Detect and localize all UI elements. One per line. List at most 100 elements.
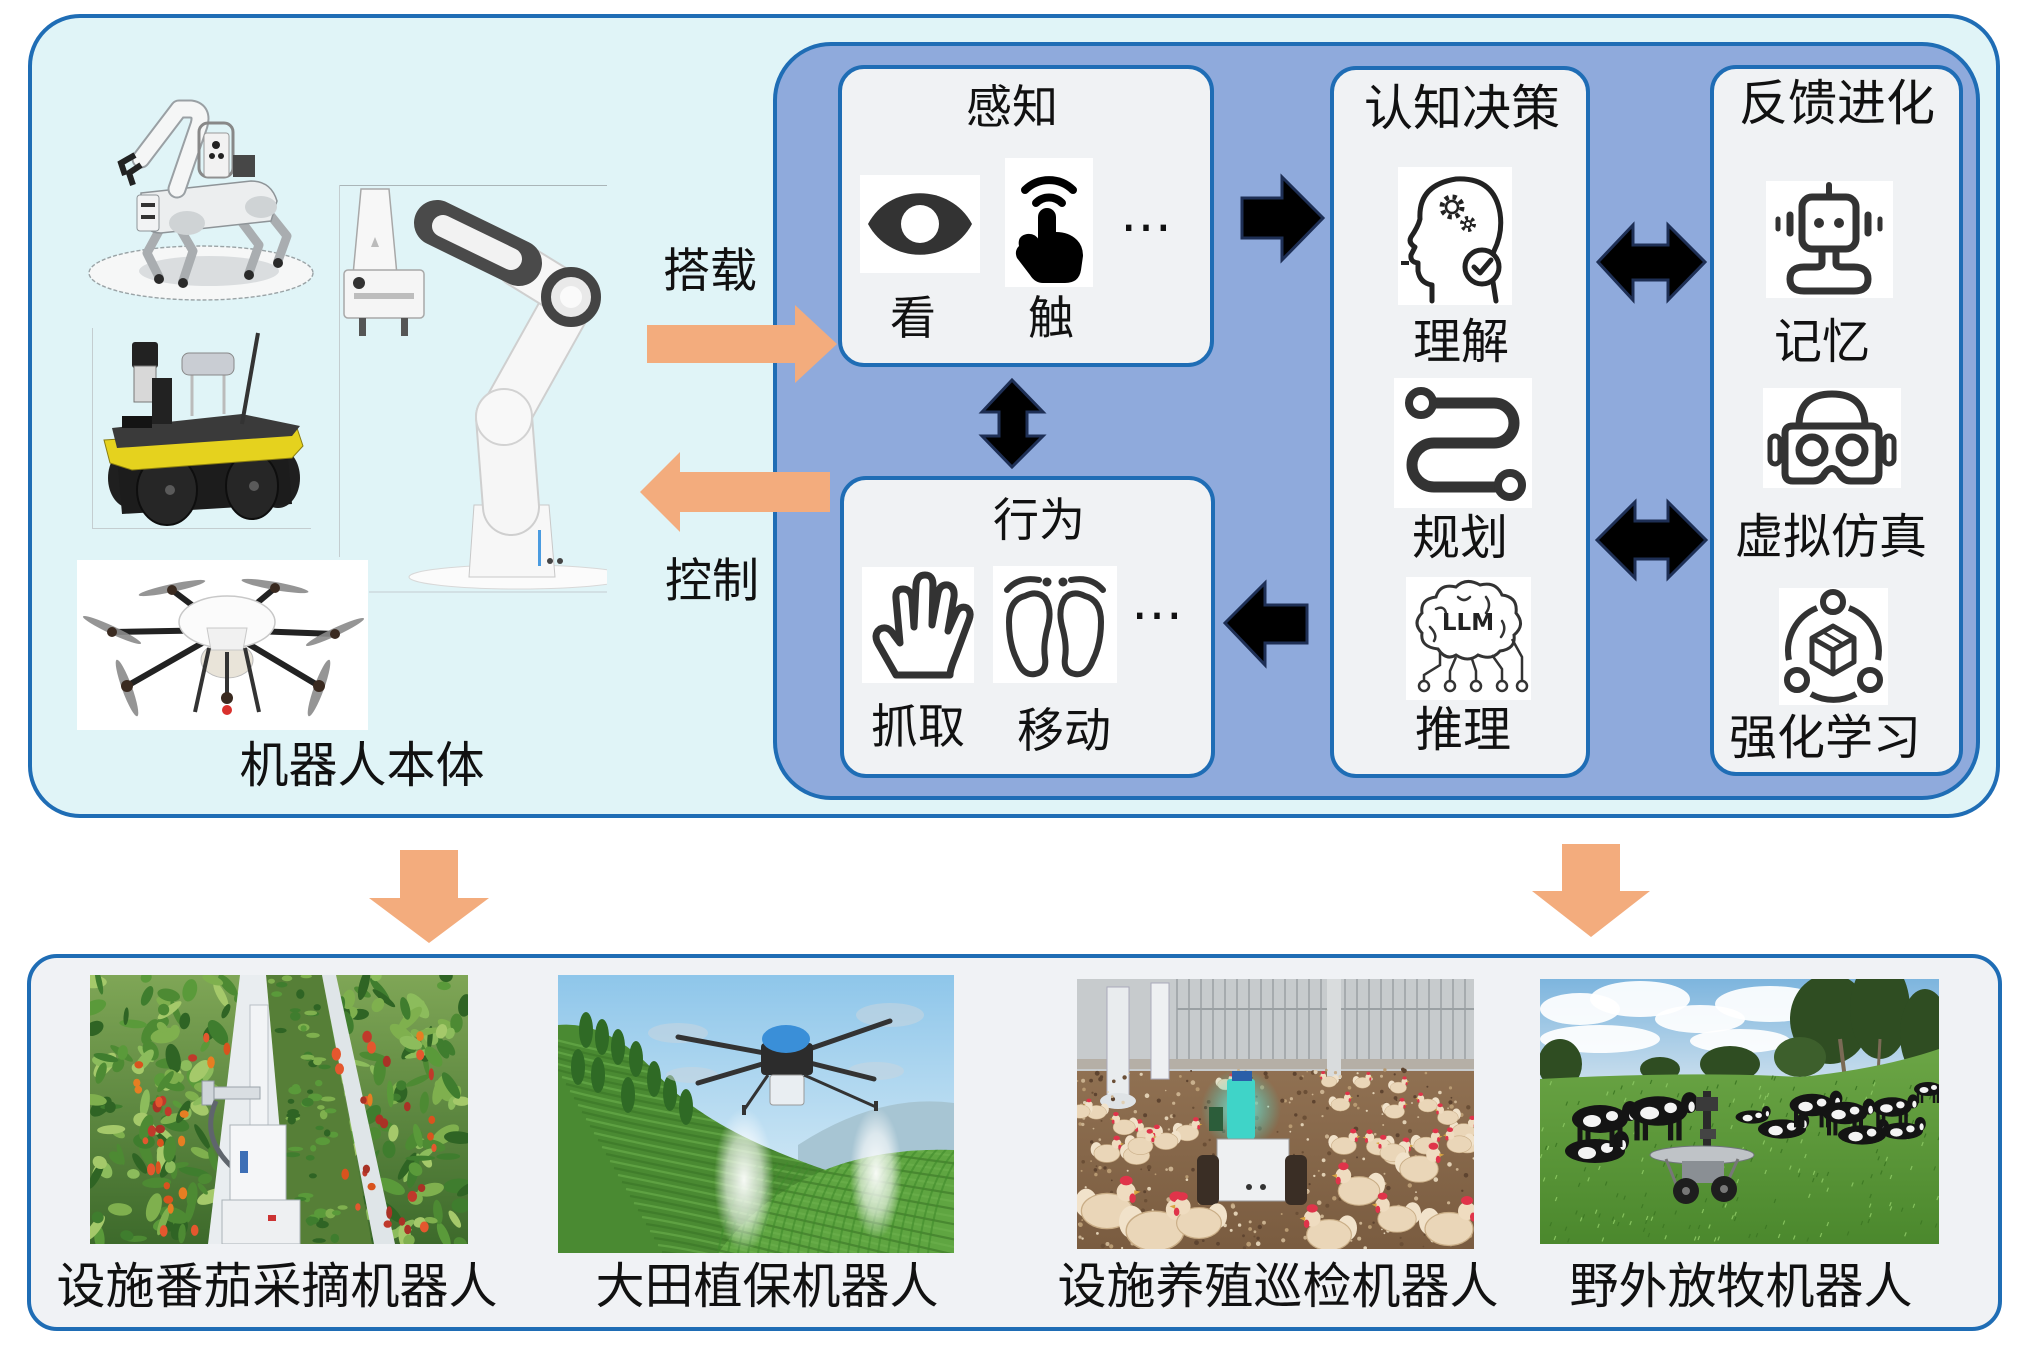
leaf xyxy=(185,1091,199,1101)
leaf xyxy=(436,1222,451,1244)
litter-speck xyxy=(1357,1236,1362,1241)
tomato xyxy=(398,1217,406,1226)
cow-face xyxy=(1868,1105,1873,1114)
grass-blade xyxy=(1675,1173,1678,1179)
route-icon xyxy=(1394,378,1532,508)
litter-speck xyxy=(1127,1072,1130,1075)
litter-speck xyxy=(1230,1204,1236,1209)
grass-blade xyxy=(1706,1085,1709,1091)
litter-speck xyxy=(1091,1091,1094,1094)
tomato xyxy=(331,1047,341,1061)
reasoning-label: 推理 xyxy=(1414,702,1511,758)
grass-blade xyxy=(1883,1161,1887,1167)
litter-speck xyxy=(1393,1073,1396,1076)
crop-row xyxy=(927,1143,954,1253)
leaf xyxy=(182,979,198,1002)
grass-blade xyxy=(1817,1131,1821,1137)
litter-speck xyxy=(1248,1220,1252,1224)
chicken-comb xyxy=(1418,1092,1424,1097)
center-foliage xyxy=(267,975,348,1243)
grass-blade xyxy=(1758,1085,1762,1091)
grass-blade xyxy=(1780,1148,1783,1154)
grass-blade xyxy=(1826,1221,1830,1227)
chicken-body xyxy=(1077,1104,1091,1119)
litter-speck xyxy=(1413,1095,1417,1099)
leaf xyxy=(359,1051,387,1062)
litter-speck xyxy=(1395,1099,1398,1101)
chicken-comb xyxy=(1461,1196,1473,1205)
litter-speck xyxy=(1333,1071,1338,1075)
chicken xyxy=(1124,1128,1157,1155)
perception-title: 感知 xyxy=(966,80,1058,134)
grass-blade xyxy=(1889,1206,1893,1211)
grass-blade xyxy=(1612,1219,1616,1225)
leaf xyxy=(337,1205,348,1210)
tomato xyxy=(156,1138,164,1147)
grass-blade xyxy=(1758,1094,1762,1099)
litter-speck xyxy=(1289,1097,1293,1101)
grass-blade xyxy=(1873,1082,1876,1087)
litter-speck xyxy=(1299,1076,1303,1080)
grass-blade xyxy=(1773,1076,1777,1081)
grass-blade xyxy=(1912,1203,1916,1209)
grass-blade xyxy=(1562,1122,1566,1128)
chicken xyxy=(1382,1097,1408,1119)
cow-leg xyxy=(1833,1117,1838,1136)
leaf xyxy=(141,1019,160,1045)
leaf xyxy=(157,1071,174,1093)
chicken-comb xyxy=(1379,1134,1387,1140)
grass-blade xyxy=(1734,1080,1738,1085)
leaf xyxy=(308,1173,317,1179)
leaf xyxy=(433,1199,443,1225)
litter-speck xyxy=(1417,1116,1420,1119)
grass-blade xyxy=(1851,1182,1854,1187)
leaf xyxy=(320,1096,336,1102)
chicken-body xyxy=(1377,1205,1417,1233)
tomato xyxy=(335,1063,344,1075)
litter-speck xyxy=(1454,1100,1457,1104)
grass-blade xyxy=(1762,1140,1766,1145)
grass-blade xyxy=(1722,1203,1725,1208)
litter-speck xyxy=(1216,1241,1220,1246)
leaf xyxy=(190,1147,211,1159)
chicken-beak xyxy=(1439,1135,1443,1138)
leaf xyxy=(127,1168,140,1179)
grass-blade xyxy=(1554,1174,1558,1180)
leaf xyxy=(319,1110,328,1120)
litter-speck xyxy=(1096,1232,1099,1235)
litter-speck xyxy=(1466,1105,1471,1110)
touch-label: 触 xyxy=(1028,291,1074,345)
litter-speck xyxy=(1324,1134,1330,1139)
tree xyxy=(621,1077,635,1113)
grass-blade xyxy=(1711,1123,1714,1128)
tomato xyxy=(404,1224,412,1235)
camera-body xyxy=(203,132,230,178)
chicken-body xyxy=(1418,1098,1438,1113)
litter-speck xyxy=(1110,1097,1116,1102)
tomato xyxy=(428,1068,434,1081)
grass-blade xyxy=(1713,1237,1717,1242)
leaf xyxy=(306,1032,320,1038)
down-arrow-right xyxy=(1532,844,1650,937)
leaf xyxy=(436,1153,461,1160)
leaf xyxy=(164,1160,176,1174)
litter-speck xyxy=(1094,1172,1098,1177)
chicken-beak xyxy=(1153,1135,1157,1139)
litter-speck xyxy=(1140,1208,1146,1213)
grass-blade xyxy=(1782,1220,1786,1225)
chicken-comb xyxy=(1428,1142,1439,1150)
litter-speck xyxy=(1090,1160,1092,1162)
chicken-body xyxy=(1354,1077,1371,1089)
head-slot xyxy=(141,215,155,219)
grass-blade xyxy=(1583,1167,1587,1172)
move-label: 移动 xyxy=(1017,704,1111,759)
cow-leg xyxy=(1932,1092,1936,1103)
chicken-body xyxy=(1424,1211,1474,1247)
chicken-comb xyxy=(1086,1098,1092,1103)
grass-blade xyxy=(1868,1203,1872,1208)
grass-blade xyxy=(1654,1143,1657,1149)
litter-speck xyxy=(1080,1169,1083,1172)
tree-canopy xyxy=(1774,1037,1826,1077)
leaf xyxy=(304,1010,318,1016)
chicken-comb xyxy=(1113,1111,1119,1117)
